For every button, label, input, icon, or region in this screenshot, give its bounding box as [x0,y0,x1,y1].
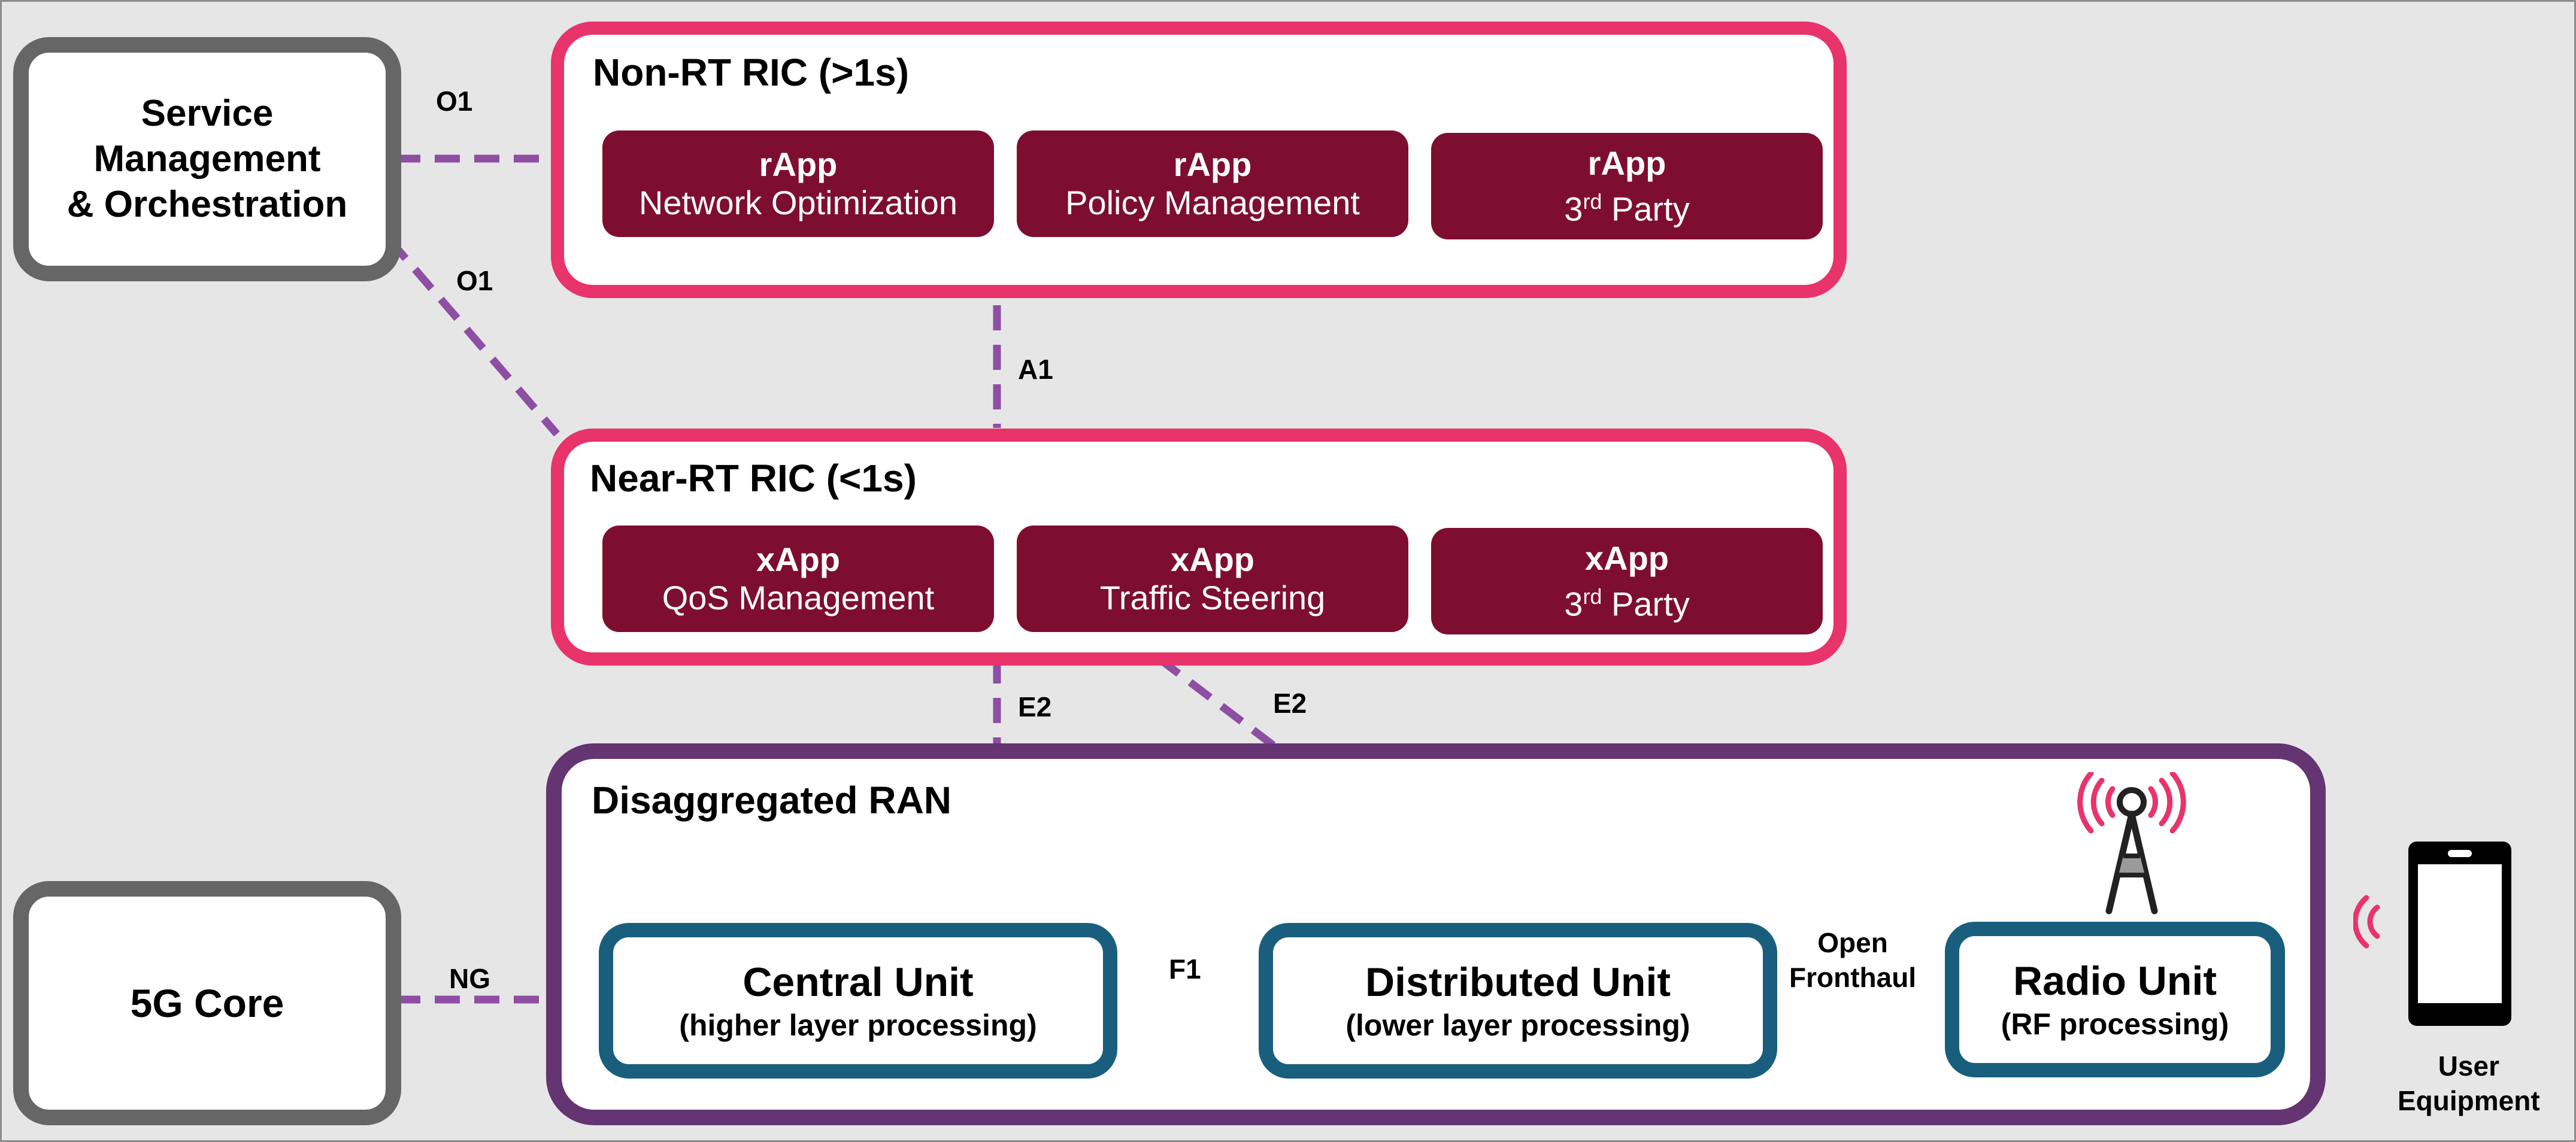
core-label: 5G Core [130,981,284,1025]
smo-line-1: Service [141,93,274,134]
o1-label-top: O1 [436,86,473,117]
rapp-3rd-party: rApp 3rd Party [1431,133,1823,239]
rapp-policy-management: rApp Policy Management [1017,130,1408,237]
open-fronthaul-label: Open Fronthaul [1789,927,1917,993]
xapp-kind: xApp [1585,539,1669,577]
user-equipment-label: User Equipment [2398,1050,2540,1116]
xapp-kind: xApp [756,540,840,578]
a1-label: A1 [1018,354,1053,385]
rapp-kind: rApp [1173,145,1252,183]
xapp-desc: Traffic Steering [1099,579,1326,616]
rapp-network-optimization: rApp Network Optimization [602,130,994,237]
central-unit: Central Unit (higher layer processing) [599,923,1117,1079]
e2-label-right: E2 [1273,688,1307,719]
central-unit-title: Central Unit [743,959,974,1005]
ran-title: Disaggregated RAN [592,779,951,822]
smo-node: Service Management & Orchestration [13,37,401,281]
rapp-desc: Policy Management [1065,184,1360,221]
rapp-desc: Network Optimization [638,184,958,221]
radio-unit-sub: (RF processing) [2001,1007,2229,1041]
ng-label: NG [449,963,490,994]
radio-unit-title: Radio Unit [2013,958,2217,1004]
rapp-kind: rApp [1587,144,1666,182]
radio-wave-icon [2353,895,2380,949]
near-rt-ric-title: Near-RT RIC (<1s) [590,457,917,500]
rapp-kind: rApp [759,145,838,183]
antenna-tower-icon [2077,772,2186,915]
xapp-qos-management: xApp QoS Management [602,526,994,632]
distributed-unit: Distributed Unit (lower layer processing… [1259,923,1777,1079]
radio-unit: Radio Unit (RF processing) [1945,922,2285,1077]
e2-label-left: E2 [1018,691,1052,722]
rapp-desc: 3rd Party [1564,189,1690,228]
o1-label-bottom: O1 [456,265,493,296]
xapp-3rd-party: xApp 3rd Party [1431,528,1823,634]
distributed-unit-sub: (lower layer processing) [1345,1009,1690,1042]
xapp-desc: 3rd Party [1564,584,1690,623]
xapp-desc: QoS Management [662,579,935,616]
central-unit-sub: (higher layer processing) [679,1009,1037,1042]
distributed-unit-title: Distributed Unit [1365,959,1671,1005]
o1-link-diagonal [386,236,560,437]
smo-line-2: Management [93,138,321,180]
smo-line-3: & Orchestration [66,184,348,225]
xapp-traffic-steering: xApp Traffic Steering [1017,526,1408,632]
smartphone-icon [2408,842,2511,1026]
f1-label: F1 [1169,953,1201,985]
non-rt-ric-title: Non-RT RIC (>1s) [593,51,909,94]
core-node: 5G Core [13,881,401,1125]
xapp-kind: xApp [1171,540,1254,578]
